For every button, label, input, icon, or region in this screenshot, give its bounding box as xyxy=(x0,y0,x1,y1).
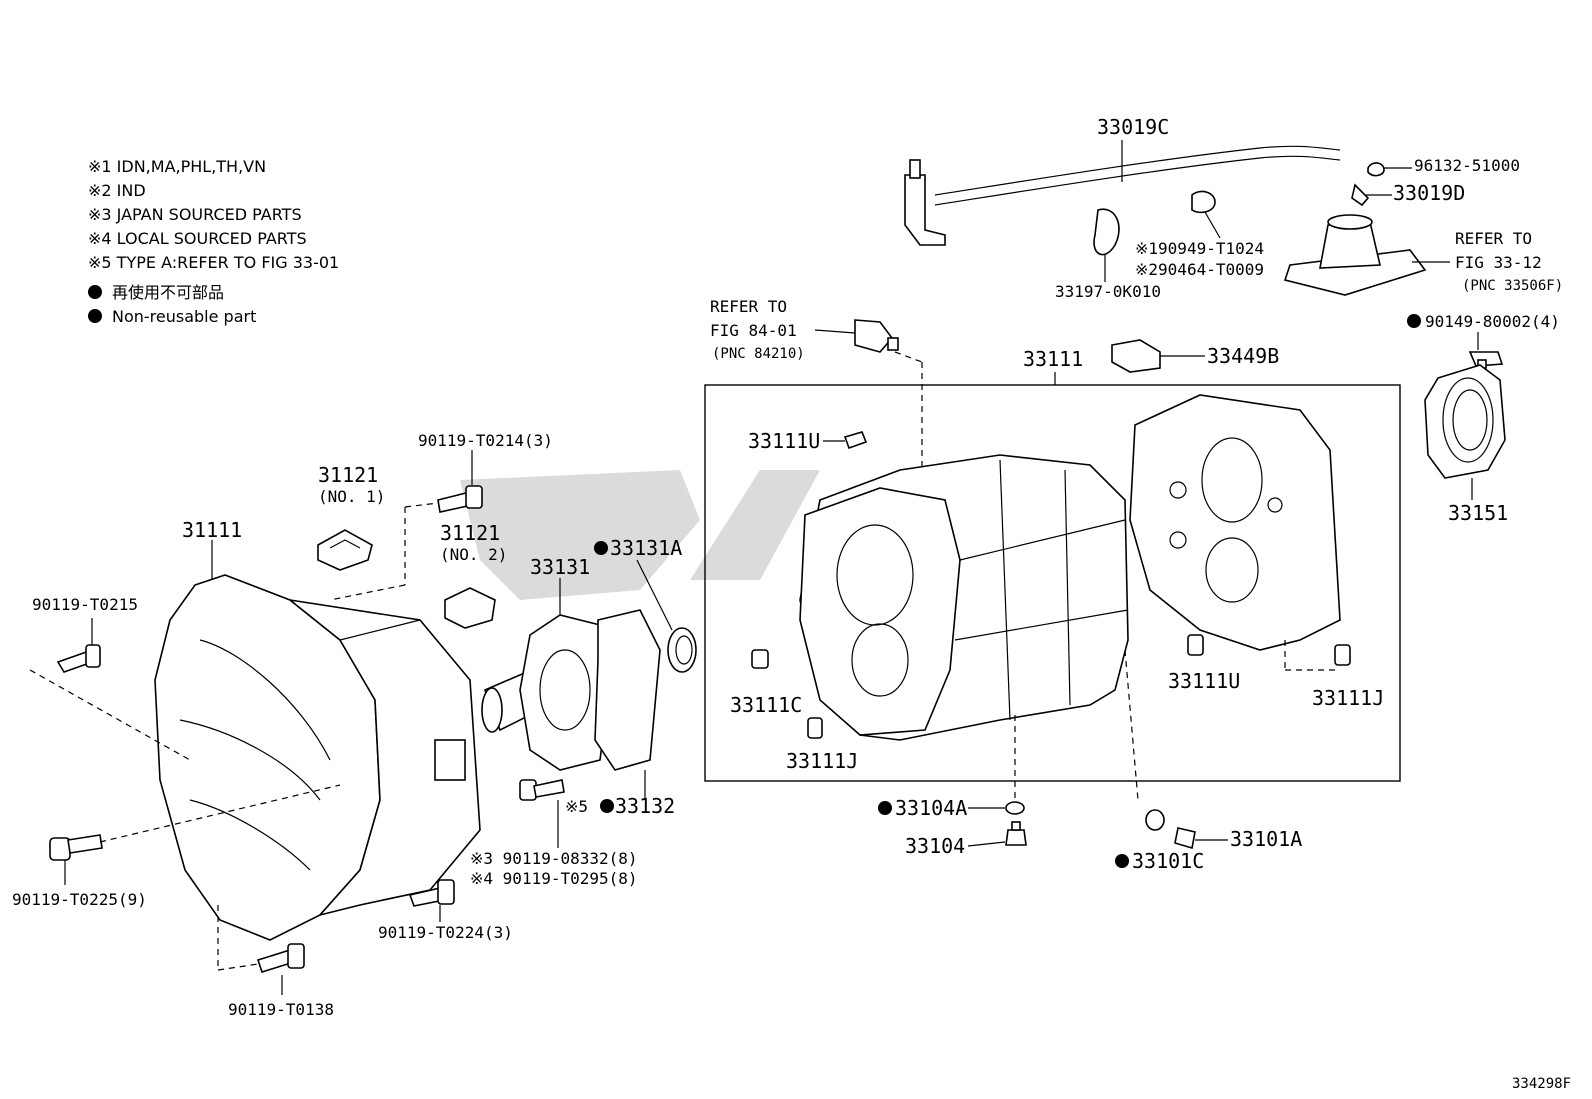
dashline-sensor-a xyxy=(894,351,923,363)
legend-nonreusable-jp: 再使用不可部品 xyxy=(112,283,224,302)
clutch-housing-part xyxy=(154,574,481,941)
label-33449B: 33449B xyxy=(1207,344,1279,368)
label-33151: 33151 xyxy=(1448,501,1508,525)
front-bearing-retainer-part xyxy=(481,614,611,771)
label-90119-T0295: ※4 90119-T0295(8) xyxy=(470,869,638,888)
label-33111C: 33111C xyxy=(730,693,802,717)
dashline-T0214-a xyxy=(404,502,439,508)
bolt-90119-T0225-part xyxy=(49,834,103,861)
label-31111: 31111 xyxy=(182,518,242,542)
label-90949-T1024: ※190949-T1024 xyxy=(1135,239,1264,258)
label-90119-T0215: 90119-T0215 xyxy=(32,595,138,614)
plug-33101A-part xyxy=(1174,827,1196,850)
pin-33111C-part xyxy=(751,649,769,669)
pin-33111J-a-part xyxy=(807,717,823,739)
label-33104A: 33104A xyxy=(895,796,967,820)
legend-note-3: ※3 JAPAN SOURCED PARTS xyxy=(88,205,302,224)
label-33101C: 33101C xyxy=(1132,849,1204,873)
legend-nonreusable-en: Non-reusable part xyxy=(112,307,256,326)
label-refer-fig8401-b: FIG 84-01 xyxy=(710,321,797,340)
label-90119-T0214: 90119-T0214(3) xyxy=(418,431,553,450)
label-refer-fig3312-c: (PNC 33506F) xyxy=(1462,278,1563,294)
legend-note-2: ※2 IND xyxy=(88,181,146,200)
nonreusable-dot-icon xyxy=(88,309,102,323)
label-31121-no2: 31121 xyxy=(440,521,500,545)
speed-sensor-part xyxy=(854,319,899,353)
label-31121-no1-sub: (NO. 1) xyxy=(318,487,385,506)
label-33131: 33131 xyxy=(530,555,590,579)
label-90149-80002: 90149-80002(4) xyxy=(1425,312,1560,331)
oil-seal-33131A-part xyxy=(667,627,697,673)
nonreusable-dot-icon xyxy=(878,801,892,815)
figure-id: 334298F xyxy=(1512,1076,1571,1092)
label-33019C: 33019C xyxy=(1097,115,1169,139)
label-33111U-a: 33111U xyxy=(748,429,820,453)
label-33111U-b: 33111U xyxy=(1168,669,1240,693)
nonreusable-dot-icon xyxy=(1115,854,1129,868)
legend-note-4: ※4 LOCAL SOURCED PARTS xyxy=(88,229,307,248)
gasket-33101C-part xyxy=(1145,809,1165,831)
legend-note-5: ※5 TYPE A:REFER TO FIG 33-01 xyxy=(88,253,339,272)
nonreusable-dot-icon xyxy=(88,285,102,299)
dashline-T0214-c xyxy=(329,584,406,601)
label-33104: 33104 xyxy=(905,834,965,858)
label-refer-fig8401-a: REFER TO xyxy=(710,297,787,316)
nonreusable-dot-icon xyxy=(594,541,608,555)
bolt-90119-T0214-part xyxy=(437,485,483,513)
label-33132-prefix: ※5 xyxy=(565,797,588,816)
label-90119-T0138: 90119-T0138 xyxy=(228,1000,334,1019)
legend: ※1 IDN,MA,PHL,TH,VN ※2 IND ※3 JAPAN SOUR… xyxy=(88,157,339,326)
label-33019D: 33019D xyxy=(1393,181,1465,205)
label-33101A: 33101A xyxy=(1230,827,1302,851)
leader-90949 xyxy=(1204,211,1221,239)
bracket-33449B-part xyxy=(1111,339,1161,373)
bolt-90119-T0224-part xyxy=(408,879,455,907)
label-31121-no1: 31121 xyxy=(318,463,378,487)
label-33132: 33132 xyxy=(615,794,675,818)
label-31121-no2-sub: (NO. 2) xyxy=(440,545,507,564)
label-90119-08332: ※3 90119-08332(8) xyxy=(470,849,638,868)
gasket-33132-part xyxy=(594,609,661,771)
label-90119-T0225: 90119-T0225(9) xyxy=(12,890,147,909)
gasket-33104A-part xyxy=(1005,801,1025,815)
leader-33131A xyxy=(636,559,673,631)
dashline-fill xyxy=(1124,649,1139,801)
label-refer-fig3312-b: FIG 33-12 xyxy=(1455,253,1542,272)
leader-33104 xyxy=(967,841,1006,847)
label-33111J-a: 33111J xyxy=(786,749,858,773)
retainer-33151-part xyxy=(1424,364,1506,479)
bolt-90119-T0138-part xyxy=(256,943,305,973)
dashline-T0225 xyxy=(99,784,341,843)
label-33197-0K010: 33197-0K010 xyxy=(1055,282,1161,301)
plug-33104-part xyxy=(1005,821,1027,846)
dashline-T0138-b xyxy=(217,963,259,971)
breather-hose-assembly xyxy=(904,145,1427,296)
bolt-90149-part xyxy=(1468,351,1504,369)
boot-31121-no2-part xyxy=(444,587,496,629)
boot-31121-no1-part xyxy=(317,529,373,571)
pin-33111U-b-part xyxy=(1187,634,1204,656)
extension-housing-group-box xyxy=(704,384,1401,782)
bolt-90119-08332-part xyxy=(519,779,565,801)
label-90464-T0009: ※290464-T0009 xyxy=(1135,260,1264,279)
dashline-T0215 xyxy=(29,669,191,761)
adapter-plate-part xyxy=(1129,394,1341,651)
nonreusable-dot-icon xyxy=(1407,314,1421,328)
label-refer-fig3312-a: REFER TO xyxy=(1455,229,1532,248)
label-90119-T0224: 90119-T0224(3) xyxy=(378,923,513,942)
label-33111J-b: 33111J xyxy=(1312,686,1384,710)
label-33111: 33111 xyxy=(1023,347,1083,371)
pin-33111J-b-part xyxy=(1334,644,1351,666)
pin-33111U-a-part xyxy=(843,431,868,450)
label-refer-fig8401-c: (PNC 84210) xyxy=(712,346,805,362)
nonreusable-dot-icon xyxy=(600,799,614,813)
label-96132-51000: 96132-51000 xyxy=(1414,156,1520,175)
bolt-90119-T0215-part xyxy=(56,644,101,673)
transmission-case-part xyxy=(799,454,1129,741)
legend-note-1: ※1 IDN,MA,PHL,TH,VN xyxy=(88,157,266,176)
leader-sensor xyxy=(814,329,856,334)
label-33131A: 33131A xyxy=(610,536,682,560)
